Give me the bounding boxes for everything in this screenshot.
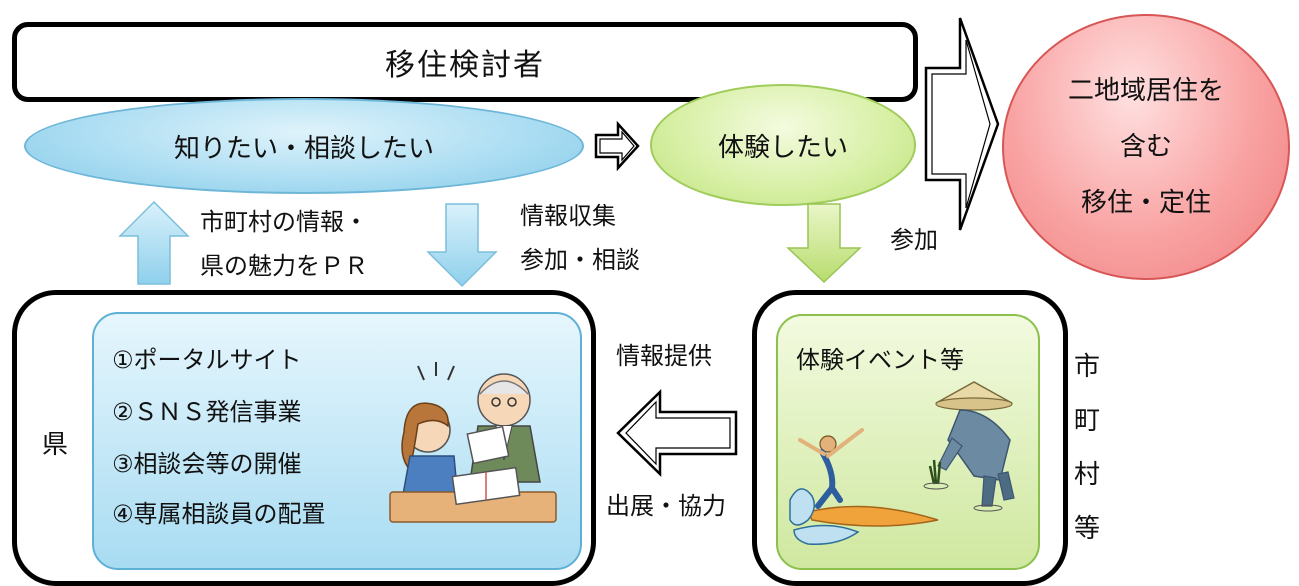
promote-line-1: 市町村の情報・ (200, 208, 368, 236)
city-side-label: 市 町 村 等 (1070, 340, 1104, 556)
city-side-char-1: 市 (1073, 352, 1100, 382)
prefecture-label: 県 (41, 430, 68, 460)
goal-line-1: 二地域居住を (1067, 76, 1224, 106)
participate-label: 参加 (890, 226, 938, 254)
migration-candidates-box: 移住検討者 (12, 22, 918, 102)
goal-circle: 二地域居住を 含む 移住・定住 (1002, 14, 1290, 280)
prefecture-item-1: ①ポータルサイト (112, 346, 302, 374)
city-side-char-4: 等 (1073, 514, 1100, 544)
info-provide-label: 情報提供 (616, 342, 712, 370)
collect-label: 情報収集 参加・相談 (520, 194, 640, 282)
city-side-char-3: 村 (1073, 460, 1100, 490)
collect-line-1: 情報収集 (520, 202, 616, 230)
collect-line-2: 参加・相談 (520, 246, 640, 274)
migration-candidates-label: 移住検討者 (385, 48, 545, 83)
experience-label: 体験したい (717, 132, 848, 163)
down-arrow (426, 203, 498, 288)
exhibit-label: 出展・協力 (606, 492, 726, 520)
prefecture-item-4: ④専属相談員の配置 (112, 500, 326, 528)
goal-line-3: 移住・定住 (1080, 188, 1211, 218)
consult-label: 知りたい・相談したい (173, 133, 434, 164)
promote-label: 市町村の情報・ 県の魅力をＰＲ (200, 200, 368, 288)
hollow-arrow-left (616, 389, 738, 477)
participate-arrow (786, 203, 862, 284)
up-arrow (118, 200, 190, 285)
hollow-arrow-small (594, 120, 640, 172)
city-event-title: 体験イベント等 (796, 346, 964, 374)
consult-ellipse: 知りたい・相談したい (24, 98, 584, 194)
experience-illustration (789, 381, 1015, 545)
promote-line-2: 県の魅力をＰＲ (200, 252, 368, 280)
goal-line-2: 含む (1119, 132, 1172, 162)
consultation-illustration (389, 362, 557, 523)
hollow-arrow-large (924, 17, 1000, 231)
city-side-char-2: 町 (1073, 406, 1100, 436)
experience-ellipse: 体験したい (650, 84, 916, 206)
prefecture-item-2: ②ＳＮＳ発信事業 (112, 398, 302, 426)
prefecture-item-3: ③相談会等の開催 (112, 450, 302, 478)
